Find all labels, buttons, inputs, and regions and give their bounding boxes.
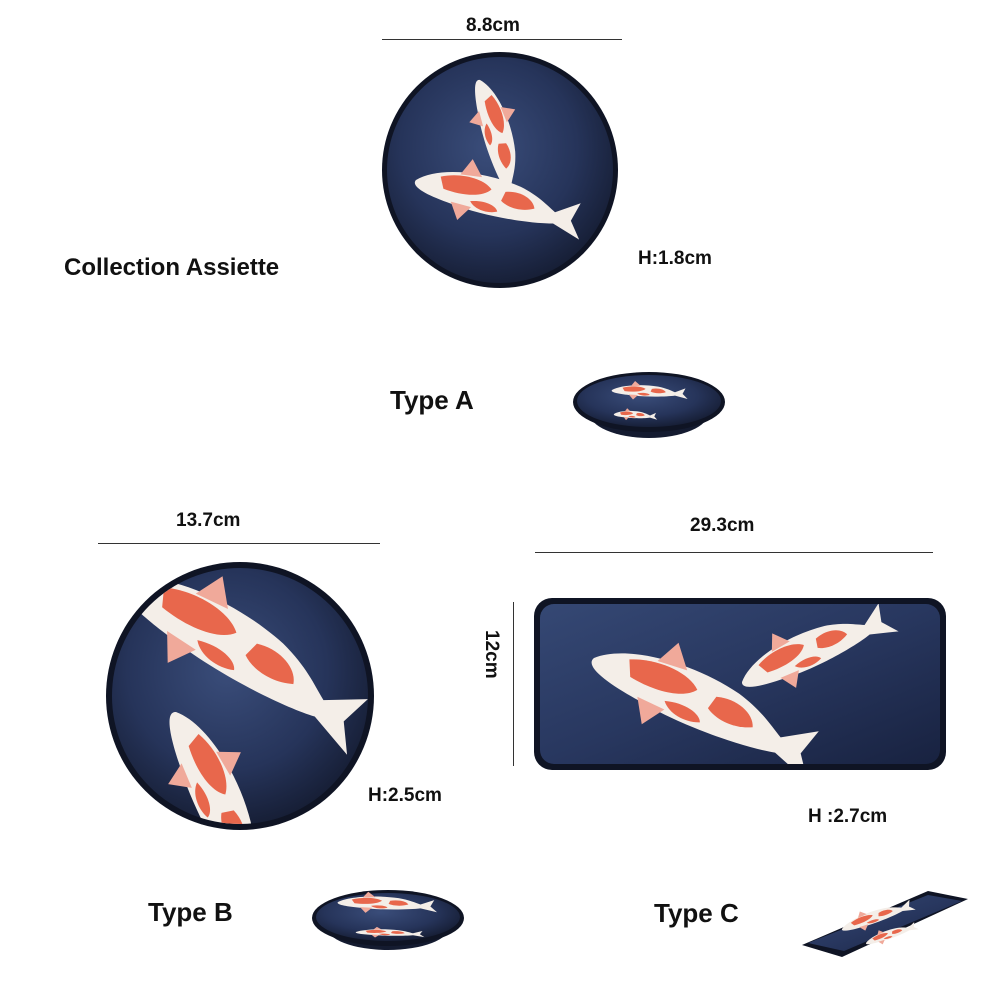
type-a-plate-top: [382, 52, 618, 288]
type-a-width-label: 8.8cm: [466, 15, 520, 36]
type-a-plate-side: [573, 372, 725, 438]
type-c-label: Type C: [654, 898, 739, 928]
type-c-width-label: 29.3cm: [690, 515, 755, 536]
type-b-label: Type B: [148, 897, 233, 927]
type-c-depth-label: 12cm: [481, 630, 502, 679]
type-b-width-rule: [98, 543, 380, 544]
type-b-plate-side: [312, 890, 464, 950]
type-b-width-label: 13.7cm: [176, 510, 241, 531]
type-a-height-label: H:1.8cm: [638, 248, 712, 269]
type-a-label: Type A: [390, 385, 474, 415]
type-c-width-rule: [535, 552, 933, 553]
type-b-height-label: H:2.5cm: [368, 785, 442, 806]
type-c-tray-side: [802, 891, 968, 957]
type-c-depth-rule: [513, 602, 514, 766]
collection-title: Collection Assiette: [64, 254, 280, 281]
type-c-tray-top: [534, 598, 946, 770]
type-c-height-label: H :2.7cm: [808, 806, 888, 827]
type-a-width-rule: [382, 39, 622, 40]
type-b-plate-top: [106, 562, 374, 830]
